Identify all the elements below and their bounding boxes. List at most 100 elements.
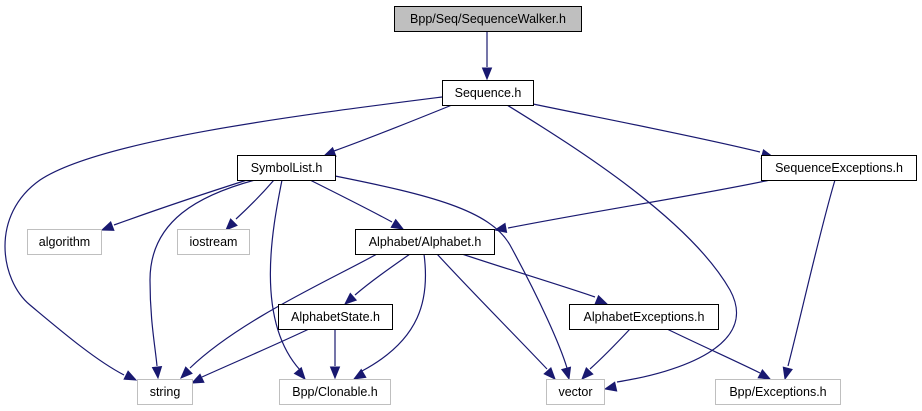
arrowhead-icon [293, 366, 306, 381]
arrowhead-icon [594, 294, 609, 305]
edge-symbollist-to-algorithm [100, 179, 248, 231]
edge-symbollist-to-vector [334, 175, 572, 381]
edge-sequence-to-symbollist [322, 104, 453, 157]
node-clonable: Bpp/Clonable.h [279, 379, 391, 405]
arrowhead-icon [543, 367, 556, 380]
edge-line [269, 179, 301, 371]
edge-symbollist-to-alphabet [309, 179, 405, 230]
node-box [715, 379, 841, 405]
edge-line [787, 179, 836, 367]
arrowhead-icon [100, 221, 115, 231]
edge-line [201, 328, 310, 378]
node-box [546, 379, 605, 405]
edge-line [235, 179, 275, 220]
node-label: vector [558, 385, 592, 399]
edge-alphabetexceptions-to-exceptions [666, 328, 772, 380]
node-box [442, 80, 534, 106]
edge-seqexceptions-to-alphabet [493, 179, 771, 234]
edge-line [532, 103, 761, 153]
arrowhead-icon [322, 146, 337, 157]
edge-line [333, 104, 453, 152]
edge-line [113, 179, 248, 226]
arrowhead-icon [151, 366, 163, 380]
edge-line [666, 328, 761, 374]
edge-alphabet-to-vector [436, 253, 556, 380]
edge-line [149, 179, 256, 367]
edge-sequence-to-vector [506, 104, 738, 392]
arrowhead-icon [190, 373, 205, 384]
edge-alphabet-to-alphabetstate [344, 253, 411, 305]
node-box [355, 229, 495, 255]
node-label: iostream [190, 235, 238, 249]
node-box [177, 229, 250, 255]
node-box [569, 304, 719, 330]
arrowhead-icon [352, 368, 367, 380]
arrowhead-icon [493, 222, 508, 234]
arrowhead-icon [757, 369, 772, 380]
node-box [278, 304, 393, 330]
node-label: Bpp/Exceptions.h [729, 385, 826, 399]
edge-symbollist-to-clonable [269, 179, 306, 381]
edge-sequence-to-string [4, 96, 443, 381]
node-alphabetstate[interactable]: AlphabetState.h [278, 304, 393, 330]
node-alphabetexceptions[interactable]: AlphabetExceptions.h [569, 304, 719, 330]
edge-line [309, 179, 393, 223]
edge-root-to-sequence [481, 30, 493, 81]
node-sequence[interactable]: Sequence.h [442, 80, 534, 106]
node-label: Sequence.h [455, 86, 522, 100]
node-label: SequenceExceptions.h [775, 161, 903, 175]
edge-alphabetstate-to-clonable [329, 329, 341, 380]
edge-sequence-to-seqexceptions [532, 103, 775, 160]
arrowhead-icon [180, 366, 193, 379]
node-label: Bpp/Clonable.h [292, 385, 378, 399]
node-box [137, 379, 193, 405]
edge-line [461, 253, 596, 298]
node-algorithm: algorithm [27, 229, 102, 255]
node-label: SymbolList.h [251, 161, 323, 175]
node-iostream: iostream [177, 229, 250, 255]
edge-alphabetexceptions-to-vector [581, 328, 631, 380]
edge-alphabet-to-string [180, 253, 378, 379]
node-box [27, 229, 102, 255]
node-seqexceptions[interactable]: SequenceExceptions.h [761, 155, 917, 181]
node-label: Bpp/Seq/SequenceWalker.h [410, 12, 566, 26]
edge-line [361, 253, 427, 372]
arrowhead-icon [344, 292, 358, 305]
edge-line [506, 104, 738, 383]
edge-line [589, 328, 631, 370]
edge-line [507, 179, 771, 229]
edge-line [436, 253, 548, 370]
node-label: Alphabet/Alphabet.h [369, 235, 482, 249]
arrowhead-icon [225, 218, 238, 231]
edge-line [334, 175, 568, 369]
node-box [394, 6, 582, 32]
arrowhead-icon [560, 366, 572, 381]
edge-line [189, 253, 378, 369]
arrowhead-icon [123, 370, 138, 381]
node-label: AlphabetExceptions.h [584, 310, 705, 324]
arrowhead-icon [481, 67, 493, 81]
edges-layer [4, 30, 836, 392]
edge-alphabet-to-clonable [352, 253, 427, 380]
node-symbollist[interactable]: SymbolList.h [237, 155, 336, 181]
node-string: string [137, 379, 193, 405]
node-box [237, 155, 336, 181]
edge-alphabetstate-to-string [190, 328, 310, 384]
node-alphabet[interactable]: Alphabet/Alphabet.h [355, 229, 495, 255]
arrowhead-icon [390, 218, 405, 230]
node-label: string [150, 385, 181, 399]
edge-symbollist-to-iostream [225, 179, 275, 231]
node-vector: vector [546, 379, 605, 405]
arrowhead-icon [329, 366, 341, 380]
arrowhead-icon [581, 367, 594, 380]
arrowhead-icon [603, 381, 618, 392]
node-exceptions: Bpp/Exceptions.h [715, 379, 841, 405]
node-box [279, 379, 391, 405]
edge-line [354, 253, 411, 296]
edge-alphabet-to-alphabetexceptions [461, 253, 609, 305]
edge-symbollist-to-string [149, 179, 256, 380]
node-label: algorithm [39, 235, 90, 249]
edge-seqexceptions-to-exceptions [782, 179, 836, 381]
arrowhead-icon [782, 366, 793, 381]
